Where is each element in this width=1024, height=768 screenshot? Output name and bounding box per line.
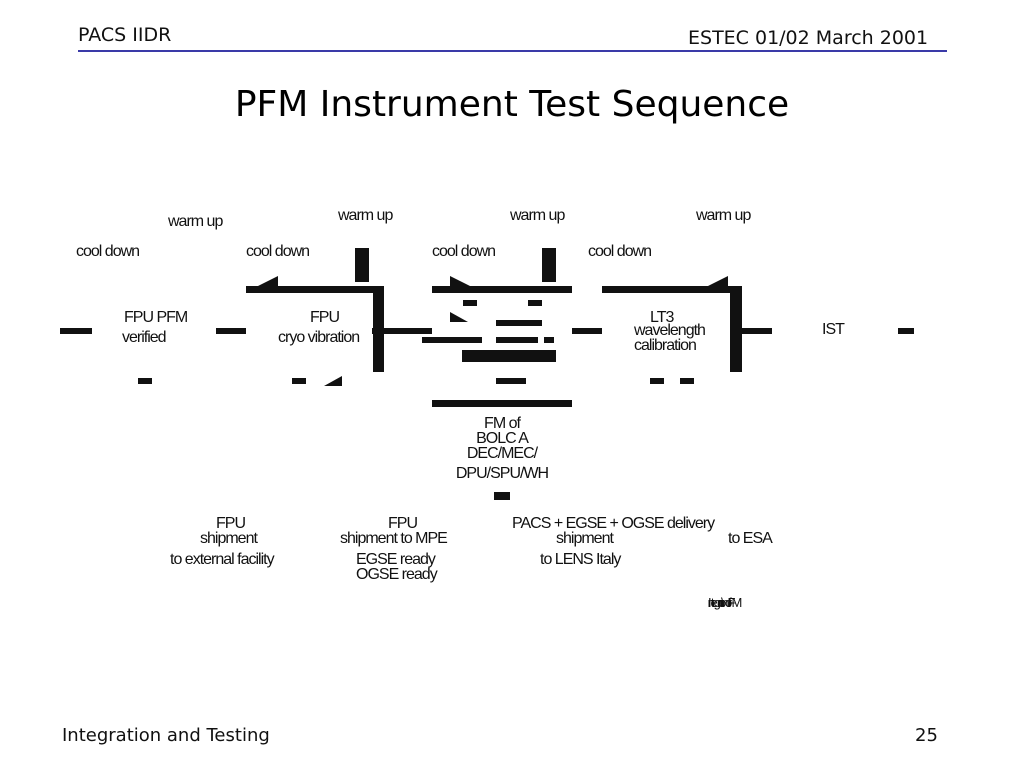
- cooldown-label-3: cool down: [432, 243, 496, 260]
- stage-lt3-wavelength: wavelength: [634, 322, 706, 339]
- stage-lt3-title: LT3: [650, 309, 674, 326]
- stage-fpu-pfm-title: FPU PFM: [124, 309, 188, 326]
- integration-item: FM of: [484, 415, 521, 432]
- pacs-delivery-sub: shipment: [556, 530, 614, 547]
- profile-segment: [680, 378, 694, 384]
- header-rule: [78, 50, 947, 52]
- profile-segment: [432, 286, 572, 293]
- profile-segment: [496, 337, 538, 343]
- warmup-label-3: warm up: [510, 207, 565, 224]
- integration-item: DPU/SPU/WH: [455, 465, 549, 482]
- profile-segment: [544, 337, 554, 343]
- profile-segment: [292, 378, 306, 384]
- ramp-marker: [450, 276, 470, 286]
- profile-segment: [138, 378, 152, 384]
- stage-lt3-calibration: calibration: [634, 337, 697, 354]
- profile-segment: [730, 286, 742, 372]
- header-left: PACS IIDR: [78, 24, 172, 46]
- profile-segment: [216, 328, 246, 334]
- page-title: PFM Instrument Test Sequence: [234, 84, 790, 125]
- cooldown-label-4: cool down: [588, 243, 652, 260]
- ramp-marker: [324, 376, 342, 386]
- profile-segment: [742, 328, 772, 334]
- profile-segment: [463, 300, 477, 306]
- fpu-shipment-1-sub: shipment: [200, 530, 258, 547]
- stage-ist: IST: [822, 321, 845, 338]
- integration-item: DEC/MEC/: [466, 445, 538, 462]
- profile-segment: [462, 350, 556, 362]
- pacs-delivery-dest: to LENS Italy: [540, 551, 621, 568]
- profile-segment: [898, 328, 914, 334]
- profile-segment: [528, 300, 542, 306]
- warmup-label-4: warm up: [696, 207, 751, 224]
- header-right: ESTEC 01/02 March 2001: [688, 27, 929, 49]
- cooldown-label-2: cool down: [246, 243, 310, 260]
- fpu-shipment-2-title: FPU: [388, 515, 418, 532]
- warmup-label-2: warm up: [338, 207, 393, 224]
- profile-segment: [60, 328, 92, 334]
- ogse-ready: OGSE ready: [356, 566, 438, 583]
- profile-segment: [355, 248, 369, 282]
- page-number: 25: [915, 725, 938, 746]
- footer-section-title: Integration and Testing: [62, 725, 270, 746]
- profile-segment: [650, 378, 664, 384]
- pacs-delivery-title: PACS + EGSE + OGSE delivery: [512, 515, 715, 532]
- cooldown-label-1: cool down: [76, 243, 140, 260]
- profile-segment: [494, 492, 510, 500]
- profile-segment: [572, 328, 602, 334]
- fpu-shipment-2-sub: shipment to MPE: [340, 530, 448, 547]
- profile-segment: [373, 286, 384, 372]
- profile-segment: [372, 328, 432, 334]
- profile-segment: [542, 248, 556, 282]
- ramp-marker: [258, 276, 278, 286]
- warmup-label-1: warm up: [168, 213, 223, 230]
- legend-label: Integration of FM: [708, 595, 742, 610]
- ramp-marker: [450, 312, 468, 322]
- stage-fpu-pfm-sub: verified: [122, 329, 167, 346]
- profile-segment: [602, 286, 742, 293]
- to-esa-label: to ESA: [728, 530, 773, 547]
- profile-segment: [432, 400, 572, 407]
- profile-segment: [246, 286, 380, 293]
- fpu-shipment-1-dest: to external facility: [170, 551, 275, 568]
- stage-fpu-cryo-title: FPU: [310, 309, 340, 326]
- stage-fpu-cryo-sub: cryo vibration: [278, 329, 360, 346]
- egse-ready: EGSE ready: [356, 551, 436, 568]
- fpu-shipment-1-title: FPU: [216, 515, 246, 532]
- profile-segment: [496, 320, 542, 326]
- profile-segment: [496, 378, 526, 384]
- profile-segment: [422, 337, 482, 343]
- ramp-marker: [708, 276, 728, 286]
- integration-item: BOLC A: [476, 430, 529, 447]
